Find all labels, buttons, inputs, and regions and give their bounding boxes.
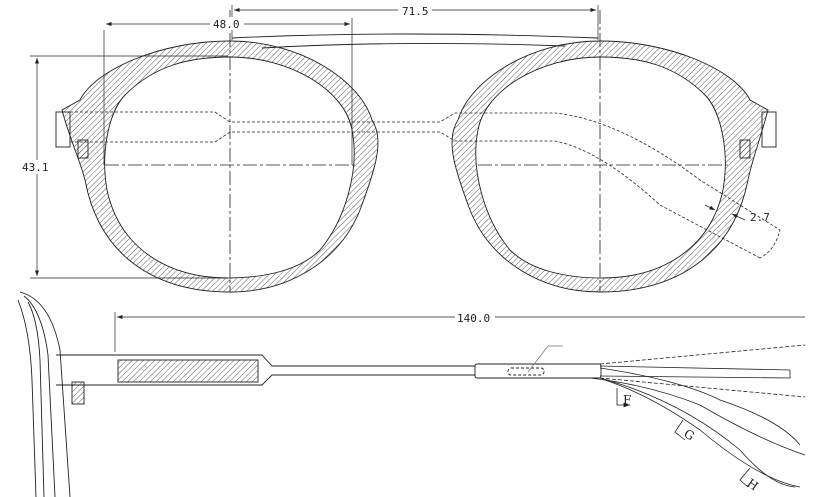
side-rim-profile (17, 291, 85, 497)
section-label-h: H (744, 476, 761, 493)
dim-lens-height: 43.1 (22, 161, 49, 174)
dim-lens-width: 48.0 (213, 18, 240, 31)
bridge-top (231, 33, 599, 39)
left-screw (77, 139, 89, 159)
dim-rim-thickness: 2.7 (750, 211, 770, 224)
centerlines (105, 10, 728, 292)
right-hinge (761, 111, 777, 148)
bridge-bottom (261, 42, 566, 49)
side-temple-front (56, 354, 475, 386)
dim-center-distance: 71.5 (402, 5, 429, 18)
left-rim (61, 40, 379, 293)
dim-temple-length: 140.0 (457, 312, 490, 325)
right-screw (739, 139, 751, 159)
section-label-f: F (623, 393, 631, 407)
right-rim (451, 40, 769, 293)
side-temple-positions (589, 344, 806, 488)
hidden-temple (70, 111, 781, 259)
side-hinge-box (474, 363, 602, 379)
left-hinge (55, 111, 71, 148)
section-label-g: G (682, 426, 697, 443)
side-temple-inlay (117, 359, 259, 383)
